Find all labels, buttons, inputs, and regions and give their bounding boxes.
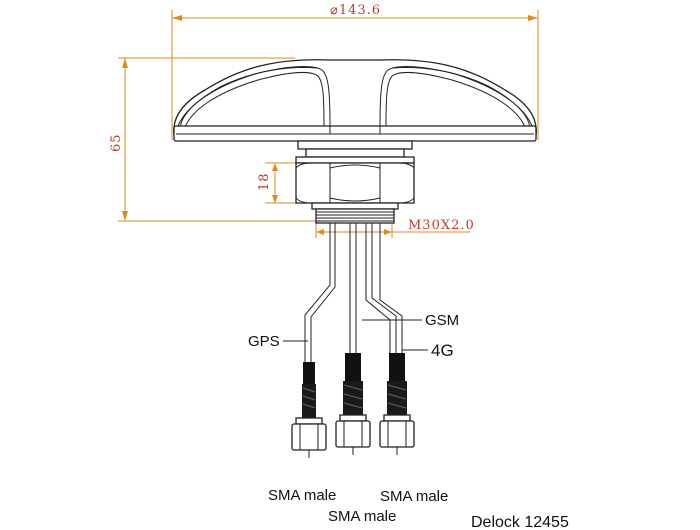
product-caption: Delock 12455 bbox=[471, 514, 569, 530]
nut-height-dimension: 18 bbox=[257, 162, 298, 204]
connector-right bbox=[379, 353, 415, 455]
connector-left bbox=[291, 362, 327, 458]
mount-assembly bbox=[295, 140, 415, 224]
diameter-label: ⌀143.6 bbox=[330, 3, 381, 18]
height-dimension: 65 bbox=[109, 57, 318, 222]
4g-label: 4G bbox=[431, 341, 454, 360]
antenna-radome bbox=[173, 59, 537, 142]
connector-label-left: SMA male bbox=[268, 487, 336, 504]
nut-height-label: 18 bbox=[257, 172, 272, 191]
diameter-dimension: ⌀143.6 bbox=[171, 3, 539, 140]
connector-labels: SMA male SMA male SMA male bbox=[268, 487, 448, 525]
connector-label-center: SMA male bbox=[328, 508, 396, 525]
cables bbox=[304, 223, 403, 362]
height-label: 65 bbox=[109, 133, 124, 152]
gsm-label: GSM bbox=[425, 312, 459, 329]
gps-label: GPS bbox=[248, 333, 280, 350]
thread-label: M30X2.0 bbox=[408, 218, 475, 233]
connector-label-right: SMA male bbox=[380, 488, 448, 505]
connector-center bbox=[335, 353, 371, 455]
cable-labels: GPS GSM 4G bbox=[248, 312, 459, 360]
